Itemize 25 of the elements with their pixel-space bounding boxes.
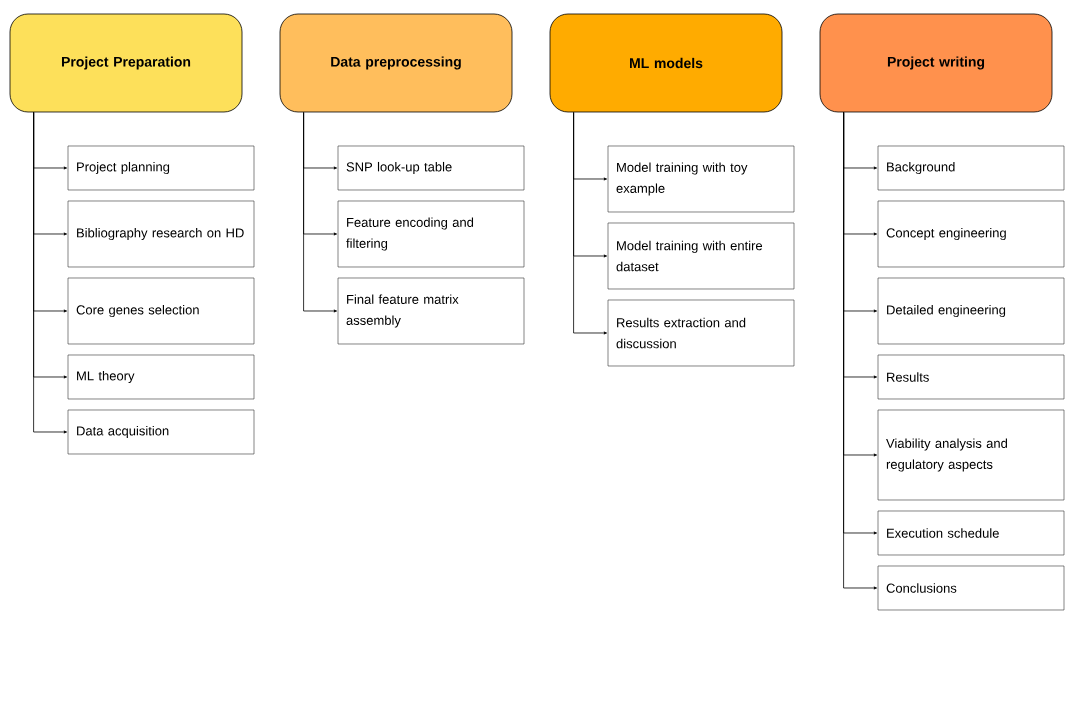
arrow [573,112,608,335]
task-box: Execution schedule [877,510,1065,556]
task-box: Concept engineering [877,200,1065,268]
task-box: Final feature matrix assembly [337,277,525,345]
stage-header-box: Data preprocessing [279,13,513,113]
task-box: Core genes selection [67,277,255,345]
task-box: Feature encoding and filtering [337,200,525,268]
task-box: Results [877,354,1065,400]
task-box: Data acquisition [67,409,255,455]
task-box: Project planning [67,145,255,191]
task-box: ML theory [67,354,255,400]
task-box: Results extraction and discussion [607,299,795,367]
task-box: Detailed engineering [877,277,1065,345]
stage-header-box: Project writing [819,13,1053,113]
stage-header-box: ML models [549,13,783,113]
task-box: Bibliography research on HD [67,200,255,268]
task-box: Viability analysis and regulatory aspects [877,409,1065,501]
arrow [303,112,338,313]
task-box: Model training with entire dataset [607,222,795,290]
arrow [33,112,68,434]
task-box: Model training with toy example [607,145,795,213]
stage-header-box: Project Preparation [9,13,243,113]
task-box: SNP look-up table [337,145,525,191]
task-box: Conclusions [877,565,1065,611]
task-box: Background [877,145,1065,191]
